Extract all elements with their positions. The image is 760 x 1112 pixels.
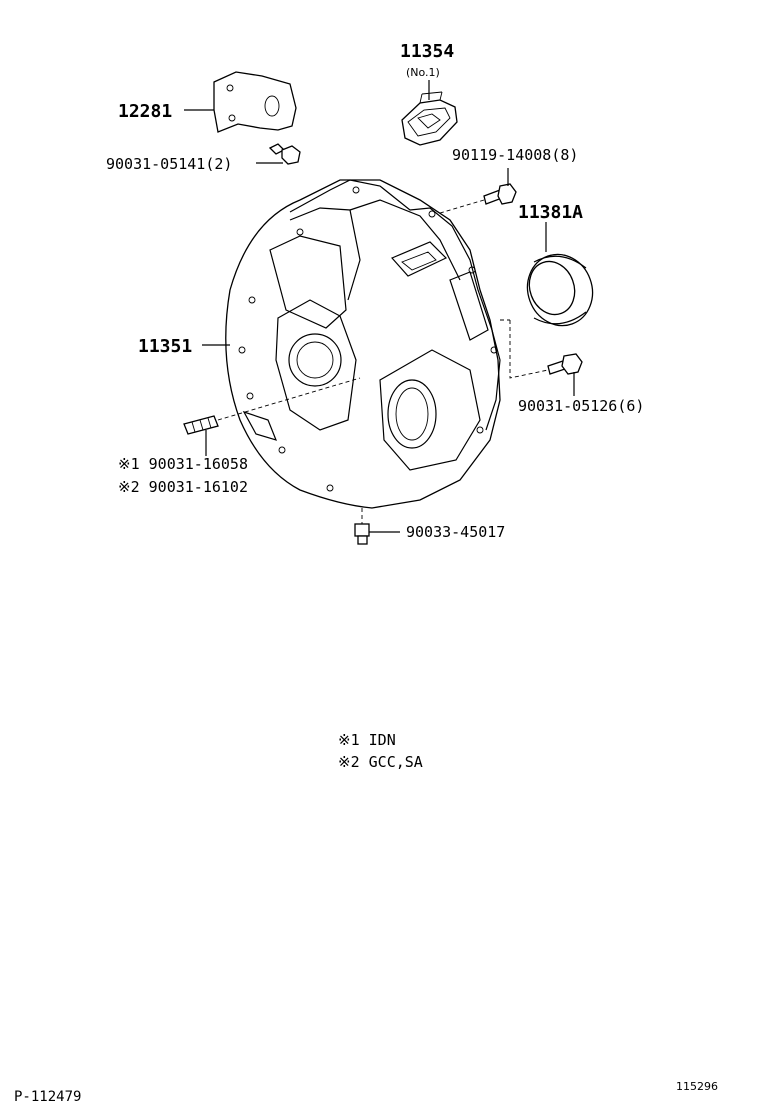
part-90033-45017-drawing[interactable] <box>354 523 370 545</box>
stud-bolt-drawing[interactable] <box>183 415 219 435</box>
part-90031-16102-label[interactable]: ※2 90031-16102 <box>118 478 248 496</box>
part-90031-16058-label[interactable]: ※1 90031-16058 <box>118 455 248 473</box>
part-11381A-drawing[interactable] <box>518 245 603 335</box>
part-11354-note: (No.1) <box>406 66 440 79</box>
legend-note-1: ※1 IDN <box>338 731 396 749</box>
part-11381A-label[interactable]: 11381A <box>518 202 583 223</box>
part-12281-label[interactable]: 12281 <box>118 101 172 122</box>
legend-note-2: ※2 GCC,SA <box>338 753 423 771</box>
part-11354-drawing[interactable] <box>401 91 458 146</box>
part-11351-housing-drawing[interactable] <box>225 179 501 509</box>
part-90031-05141-label[interactable]: 90031-05141(2) <box>106 155 232 173</box>
part-11351-label[interactable]: 11351 <box>138 336 192 357</box>
part-90119-14008-drawing[interactable] <box>483 183 517 205</box>
part-12281-drawing[interactable] <box>213 71 297 133</box>
part-90119-14008-label[interactable]: 90119-14008(8) <box>452 146 578 164</box>
illustration-id: 115296 <box>676 1080 718 1093</box>
page-reference: P-112479 <box>14 1089 81 1105</box>
part-11354-label[interactable]: 11354 <box>400 41 454 62</box>
part-90031-05126-drawing[interactable] <box>547 353 583 375</box>
part-90031-05126-label[interactable]: 90031-05126(6) <box>518 397 644 415</box>
part-90033-45017-label[interactable]: 90033-45017 <box>406 523 505 541</box>
part-90031-05141-drawing[interactable] <box>268 143 301 165</box>
